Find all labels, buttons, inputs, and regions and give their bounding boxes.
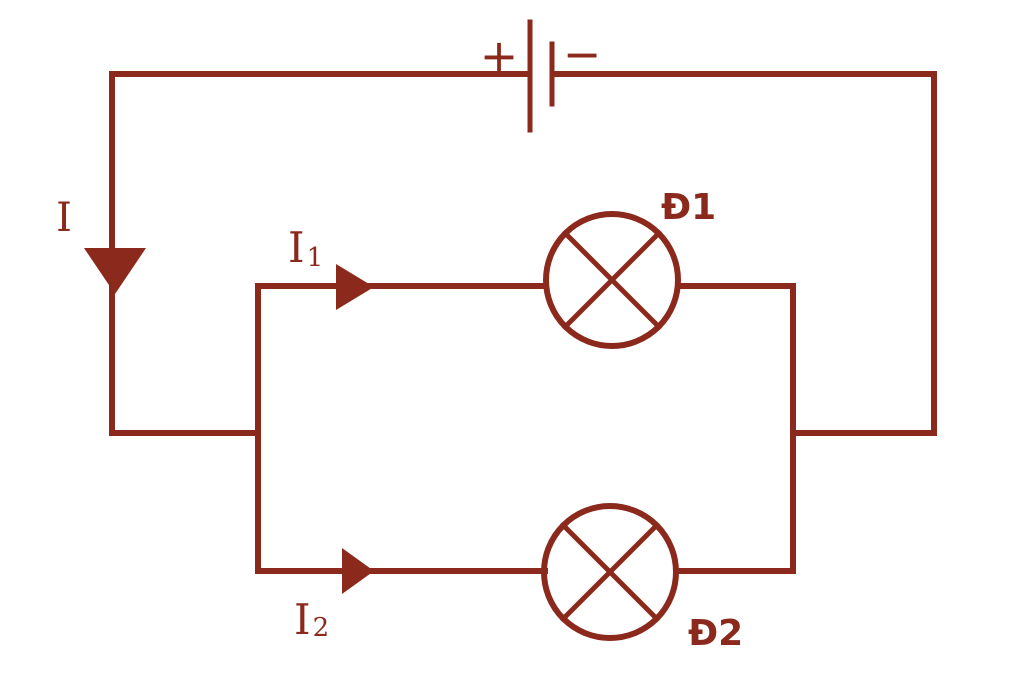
branch2-current-arrow <box>342 548 374 594</box>
branch2-current-label: I2 <box>294 595 329 644</box>
branch2-current-main: I <box>294 595 311 644</box>
wire-top-right <box>551 71 937 436</box>
lamp-2: Đ2 <box>541 503 743 654</box>
lamp-2-cross-b <box>559 521 661 623</box>
branch1-current-subscript: 1 <box>307 243 324 273</box>
main-current-arrow <box>84 248 146 294</box>
branch1-current-main: I <box>288 223 305 272</box>
branch1-current-label: I1 <box>288 223 323 273</box>
lamp-1-label: Đ1 <box>661 187 716 228</box>
battery-symbol: + − <box>480 19 602 133</box>
lamp-2-label: Đ2 <box>688 613 743 654</box>
current-arrows <box>84 248 374 594</box>
outer-wires <box>109 71 937 436</box>
lamp-1-circle <box>543 211 681 349</box>
battery-minus-label: − <box>563 27 602 81</box>
lamp-1-cross-b <box>561 229 663 331</box>
lamp-2-circle <box>541 503 679 641</box>
battery-plus-label: + <box>480 29 519 83</box>
current-labels: I I1 I2 <box>56 195 329 644</box>
branch1-current-arrow <box>336 264 374 310</box>
parallel-branches <box>255 283 796 574</box>
main-current-label: I <box>56 195 72 241</box>
branch2-current-subscript: 2 <box>313 613 330 643</box>
lamp-1: Đ1 <box>543 187 716 349</box>
